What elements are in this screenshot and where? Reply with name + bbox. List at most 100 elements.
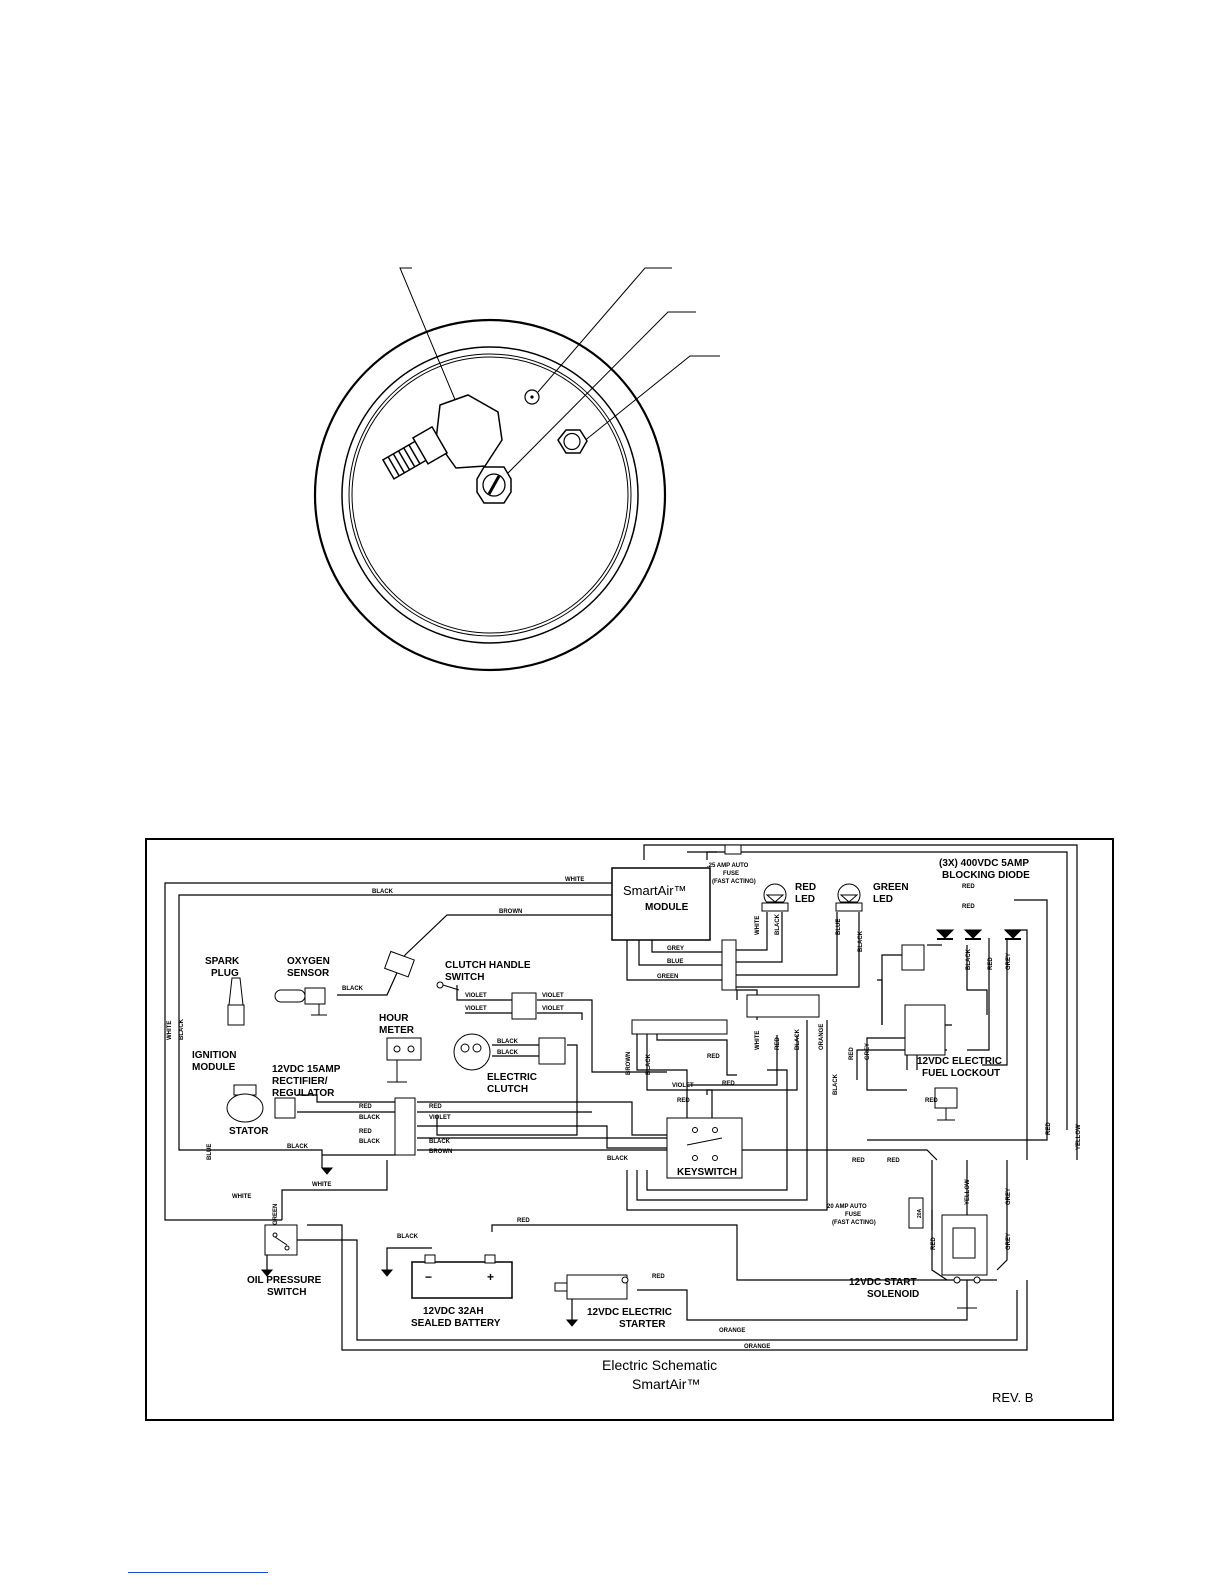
stator-label: STATOR — [229, 1126, 269, 1137]
fuse-large-l3: (FAST ACTING) — [832, 1220, 876, 1226]
clutch-switch-icon — [436, 981, 460, 991]
fuse-small-l1: .25 AMP AUTO — [707, 863, 749, 869]
wire-label-red-f: RED — [925, 1098, 938, 1104]
wire-label-black-r4: BLACK — [359, 1139, 381, 1145]
fuse-small: .25 AMP AUTO FUSE (FAST ACTING) — [707, 844, 756, 885]
wire-label-red-st: RED — [652, 1274, 665, 1280]
red-led-l2: LED — [795, 894, 815, 905]
wire-label-blue: BLUE — [667, 959, 683, 965]
rectifier-l3: REGULATOR — [272, 1088, 335, 1099]
starter-l2: STARTER — [619, 1319, 666, 1330]
vwire-grey-2: GREY — [1006, 1188, 1012, 1205]
wire-label-orange-1: ORANGE — [719, 1328, 745, 1334]
ignition-l2: MODULE — [192, 1062, 236, 1073]
vwire-brown: BROWN — [626, 1052, 632, 1075]
starter-l1: 12VDC ELECTRIC — [587, 1307, 672, 1318]
vwire-white-led: WHITE — [755, 916, 761, 935]
wire-label-violet-5: VIOLET — [672, 1083, 694, 1089]
fuel-lockout-l1: 12VDC ELECTRIC — [917, 1056, 1002, 1067]
electric-clutch-icon — [453, 1033, 491, 1071]
green-led-l1: GREEN — [873, 882, 909, 893]
electric-schematic: SmartAir™ MODULE .25 AMP AUTO FUSE (FAST… — [145, 838, 1114, 1421]
hour-meter-l1: HOUR — [379, 1013, 409, 1024]
vwire-black: BLACK — [179, 1018, 185, 1040]
starter-icon — [554, 1274, 629, 1300]
wire-label-violet-2: VIOLET — [465, 1006, 487, 1012]
wire-label-violet-1: VIOLET — [465, 993, 487, 999]
fuse-small-l2: FUSE — [723, 871, 739, 877]
vwire-black-led2: BLACK — [858, 930, 864, 952]
clutch-switch-l2: SWITCH — [445, 972, 484, 983]
vwire-blue-led: BLUE — [836, 919, 842, 935]
clutch-switch-l1: CLUTCH HANDLE — [445, 960, 531, 971]
clutch-l1: ELECTRIC — [487, 1072, 537, 1083]
wire-label-black-r7: BLACK — [429, 1139, 451, 1145]
relay-icon — [384, 950, 415, 978]
wire-label-white: WHITE — [565, 877, 584, 883]
wire-label-brown-r8: BROWN — [429, 1149, 452, 1155]
wiring — [164, 844, 1078, 1351]
wire-label-black-s: BLACK — [287, 1144, 309, 1150]
wire-label-violet-r6: VIOLET — [429, 1115, 451, 1121]
solenoid-icon — [941, 1214, 988, 1309]
module-name: SmartAir™ — [623, 883, 687, 898]
fuse-large-l1: 20 AMP AUTO — [827, 1204, 867, 1210]
vwire-black-2: BLACK — [646, 1053, 652, 1075]
wire-label-green: GREEN — [657, 974, 678, 980]
wire-label-brown: BROWN — [499, 909, 522, 915]
vwire-black-led: BLACK — [775, 913, 781, 935]
vwire-green: GREEN — [273, 1204, 279, 1225]
wire-label-red-r1: RED — [359, 1104, 372, 1110]
wire-label-grey: GREY — [667, 946, 684, 952]
fuel-lockout-l2: FUEL LOCKOUT — [922, 1068, 1000, 1079]
vwire-white-2: WHITE — [755, 1031, 761, 1050]
outer-ring — [313, 318, 667, 672]
fuel-lockout-icon — [934, 1087, 958, 1121]
revision-label: REV. B — [992, 1390, 1033, 1405]
vwire-white: WHITE — [167, 1021, 173, 1040]
smartair-module: SmartAir™ MODULE — [611, 867, 711, 941]
fuse-large-l2: FUSE — [845, 1212, 861, 1218]
wire-label-red-1: RED — [722, 1081, 735, 1087]
vertical-wire-labels: WHITE BLACK BLUE GREEN BROWN BLACK WHITE… — [167, 913, 1082, 1250]
wire-label-black: BLACK — [372, 889, 394, 895]
battery-icon — [411, 1254, 513, 1299]
diode-l1: (3X) 400VDC 5AMP — [939, 858, 1029, 869]
wire-label-black-k: BLACK — [607, 1156, 629, 1162]
rectifier-l1: 12VDC 15AMP — [272, 1064, 341, 1075]
blocking-diode-icons — [935, 929, 1023, 940]
oil-switch-l2: SWITCH — [267, 1287, 306, 1298]
caption-line-1: Electric Schematic — [602, 1357, 717, 1373]
battery-minus: − — [425, 1270, 432, 1284]
wire-label-violet-4: VIOLET — [542, 1006, 564, 1012]
wire-label-red-3: RED — [707, 1054, 720, 1060]
vwire-blue: BLUE — [207, 1144, 213, 1160]
wire-label-black-o2: BLACK — [342, 986, 364, 992]
wire-label-red-d2: RED — [962, 904, 975, 910]
wire-label-red-d1: RED — [962, 884, 975, 890]
green-led-l2: LED — [873, 894, 893, 905]
green-led-icon — [835, 883, 863, 912]
caption-line-2: SmartAir™ — [632, 1376, 700, 1392]
battery-plus: + — [487, 1270, 494, 1284]
component-drawing — [313, 267, 720, 672]
connector-blocks — [394, 939, 946, 1156]
oxygen-l2: SENSOR — [287, 968, 330, 979]
spark-plug-icon — [227, 977, 245, 1026]
rectifier-l2: RECTIFIER/ — [272, 1076, 328, 1087]
red-led-icon — [761, 883, 789, 912]
ground-symbols — [260, 1167, 579, 1327]
vwire-red-r: RED — [1046, 1122, 1052, 1135]
solenoid-l2: SOLENOID — [867, 1289, 919, 1300]
vwire-red-d: RED — [988, 957, 994, 970]
clutch-l2: CLUTCH — [487, 1084, 528, 1095]
oxygen-sensor-icon — [274, 987, 327, 1016]
wire-color-labels: WHITE BLACK BROWN BLACK VIOLET VIOLET VI… — [232, 877, 975, 1350]
fuse-large-tag: 20A — [917, 1208, 923, 1218]
vwire-red-3: RED — [931, 1237, 937, 1250]
slotted-plug-icon — [476, 466, 512, 504]
wire-label-red-4: RED — [852, 1158, 865, 1164]
vwire-grey: GREY — [865, 1043, 871, 1060]
wire-label-white-3: WHITE — [232, 1194, 251, 1200]
footer-link-line — [128, 1572, 268, 1573]
